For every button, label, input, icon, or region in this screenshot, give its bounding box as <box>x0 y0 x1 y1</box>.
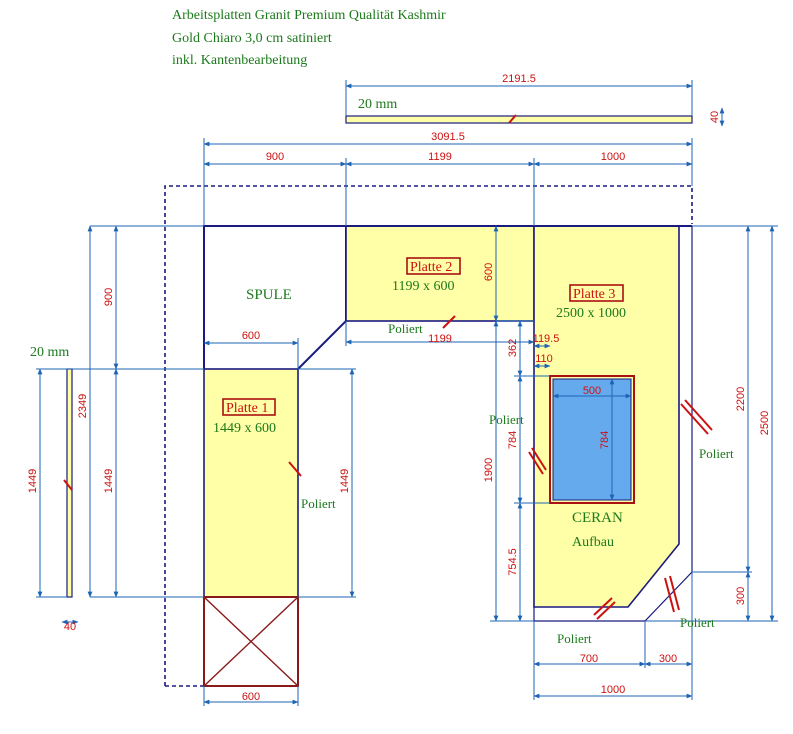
dim-119-5: 119.5 <box>533 333 560 345</box>
poliert-label-bottom: Poliert <box>557 631 592 646</box>
dim-ceran-width: 500 <box>583 385 601 397</box>
plate-3-size: 2500 x 1000 <box>556 306 626 321</box>
dim-left-900: 900 <box>103 288 115 306</box>
poliert-edge-marks <box>288 315 713 620</box>
dim-754-5: 754.5 <box>507 548 519 576</box>
dim-bottom-1000: 1000 <box>601 684 625 696</box>
header-line-1: Arbeitsplatten Granit Premium Qualität K… <box>172 8 446 23</box>
cabinet-cross-b <box>203 596 299 687</box>
thickness-label-left: 20 mm <box>30 345 69 360</box>
ceran-hob <box>552 378 632 501</box>
dim-700: 700 <box>580 653 598 665</box>
aufbau-label: Aufbau <box>572 535 614 550</box>
header-line-3: inkl. Kantenbearbeitung <box>172 53 308 68</box>
dim-plate1-width: 600 <box>242 330 260 342</box>
poliert-label-plate3-left: Poliert <box>489 412 524 427</box>
spule-label: SPULE <box>246 287 292 303</box>
dim-784-left: 784 <box>507 431 519 449</box>
dim-left-2349: 2349 <box>77 394 89 418</box>
outer-envelope-dashed <box>164 185 693 686</box>
ceran-label: CERAN <box>572 510 623 526</box>
dim-strip-thickness-bottom: 40 <box>64 621 76 633</box>
plate-2-name: Platte 2 <box>410 260 452 275</box>
ceran-hob-border <box>549 375 635 504</box>
dim-top-strip-thickness: 40 <box>709 111 721 123</box>
thickness-label-top: 20 mm <box>358 97 397 112</box>
dim-plate1-1449: 1449 <box>339 469 351 493</box>
dim-plate2-under: 1199 <box>428 333 452 345</box>
dim-110: 110 <box>535 353 553 365</box>
dim-362: 362 <box>507 339 519 357</box>
dim-seg-900: 900 <box>266 151 284 163</box>
poliert-label-plate3-right: Poliert <box>699 446 734 461</box>
top-strip-cut-mark <box>508 114 517 124</box>
poliert-label-plate1: Poliert <box>301 496 336 511</box>
dim-bottom-600: 600 <box>242 691 260 703</box>
header-line-2: Gold Chiaro 3,0 cm satiniert <box>172 31 332 46</box>
plate-1-size: 1449 x 600 <box>213 421 276 436</box>
plate-2-name-box <box>406 257 461 275</box>
plate-3-name-box <box>569 284 624 302</box>
plate-1-name: Platte 1 <box>226 401 268 416</box>
dim-left-1449-inner: 1449 <box>103 469 115 493</box>
dim-plate2-depth: 600 <box>483 263 495 281</box>
top-strip-slab <box>345 115 693 124</box>
poliert-label-diagonal: Poliert <box>680 615 715 630</box>
dim-seg-1199: 1199 <box>428 151 452 163</box>
dim-300-bottom: 300 <box>659 653 677 665</box>
poliert-label-plate2: Poliert <box>388 321 423 336</box>
left-strip-slab <box>66 368 73 598</box>
left-strip-cut-mark <box>63 479 73 491</box>
dim-300-right: 300 <box>735 587 747 605</box>
dim-ceran-height: 784 <box>599 431 611 449</box>
dimension-lines <box>36 80 778 706</box>
dim-1900: 1900 <box>483 458 495 482</box>
plate-2-size: 1199 x 600 <box>392 279 454 294</box>
dim-overall: 3091.5 <box>431 131 465 143</box>
dim-2500: 2500 <box>759 411 771 435</box>
plate-1-slab <box>203 368 299 598</box>
plate-3-name: Platte 3 <box>573 287 615 302</box>
dim-2200: 2200 <box>735 387 747 411</box>
plate-1-name-box <box>222 398 276 416</box>
dim-top-strip: 2191.5 <box>502 73 536 85</box>
cabinet-box <box>203 596 299 687</box>
dim-seg-1000: 1000 <box>601 151 625 163</box>
dim-left-1449-outer: 1449 <box>27 469 39 493</box>
